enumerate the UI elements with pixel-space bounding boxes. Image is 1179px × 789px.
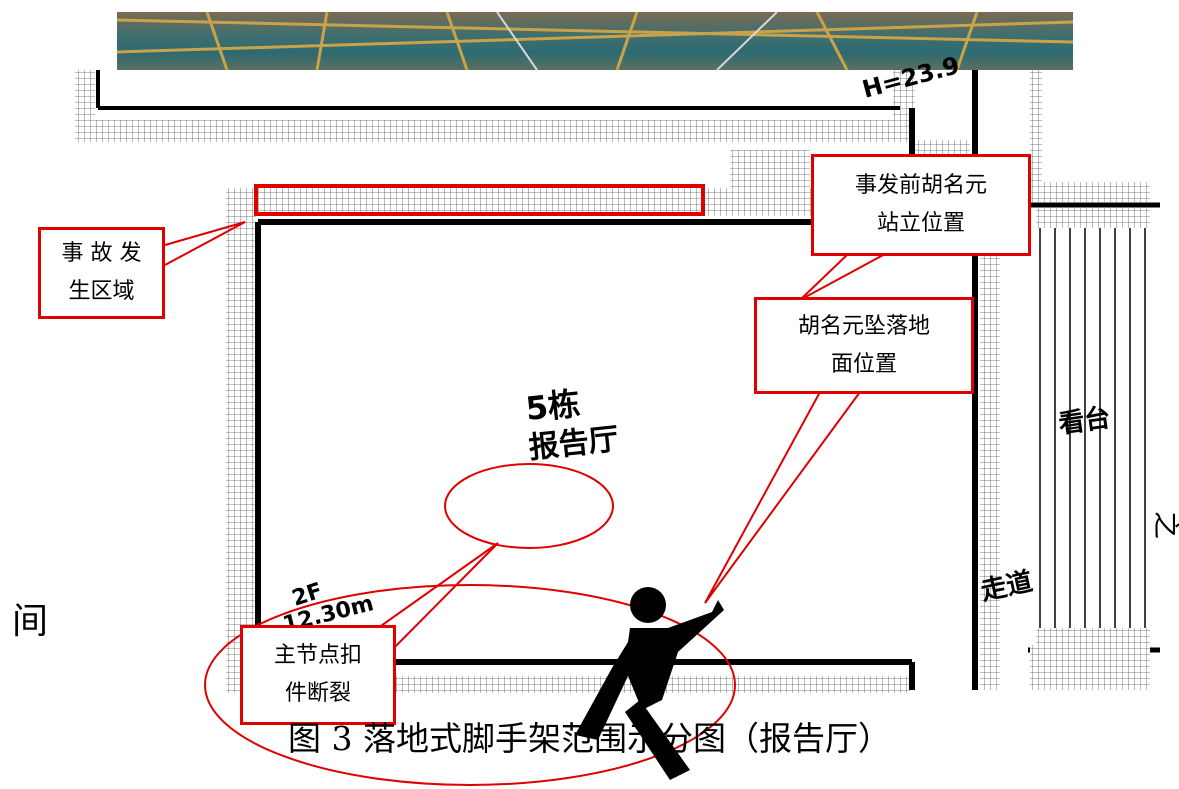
upper-building [75,70,915,142]
left-fragment-text: 间 [12,601,49,642]
scaffold-photo-strip [117,12,1073,70]
fracture-callout: 主节点扣 件断裂 [240,625,396,725]
person-falling-icon [575,587,724,780]
hall-label: 报告厅 [527,422,620,466]
fracture-ellipse [444,463,614,549]
accident-area-callout: 事 故 发 生区域 [38,227,165,319]
figure-caption: 图 3 落地式脚手架范围示分图（报告厅） [288,719,891,758]
fall-position-callout: 胡名元坠落地 面位置 [754,297,974,394]
building-label: 5栋 [524,384,582,427]
stand-label: 看台 [1057,402,1113,440]
before-position-callout: 事发前胡名元 站立位置 [811,154,1031,256]
fall-zone-ellipse [204,584,736,786]
stand-area [1028,70,1160,690]
accident-area-highlight [254,184,705,216]
callout-pointers [164,221,886,663]
right-fragment-text: 之 [1148,511,1179,539]
scaffold-photo [117,12,1073,70]
scaffold-band [226,140,1000,693]
